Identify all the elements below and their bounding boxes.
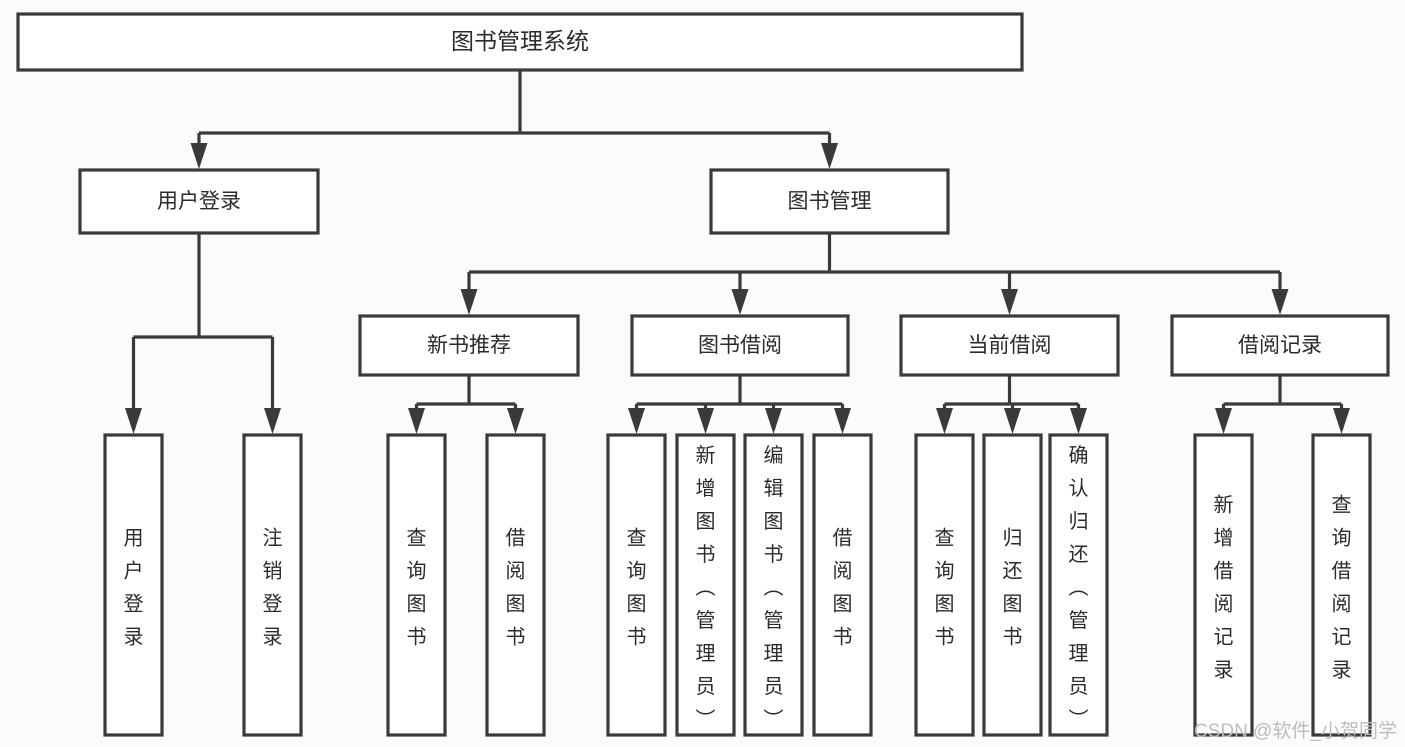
connector-group-l3_3 xyxy=(1215,375,1350,434)
node-l2_1[interactable]: 图书管理 xyxy=(709,168,950,235)
node-label-leaf_8: 查询图书 xyxy=(935,527,955,649)
connector-group-l3_2 xyxy=(936,375,1087,434)
connector-group-l2_0 xyxy=(125,233,281,434)
node-label-l3_2: 当前借阅 xyxy=(968,334,1052,357)
node-box-leaf_6[interactable] xyxy=(743,433,804,737)
node-label-l2_0: 用户登录 xyxy=(157,190,241,213)
node-root[interactable]: 图书管理系统 xyxy=(16,12,1024,72)
node-leaf_0[interactable]: 用户登录 xyxy=(103,433,164,737)
node-box-leaf_3[interactable] xyxy=(485,433,546,737)
node-label-leaf_5: 新增图书︵管理员︶ xyxy=(696,444,716,731)
node-l3_3[interactable]: 借阅记录 xyxy=(1170,314,1390,377)
node-box-leaf_2[interactable] xyxy=(386,433,447,737)
node-label-leaf_1: 注销登录 xyxy=(263,527,283,649)
node-box-l3_2[interactable] xyxy=(899,314,1120,377)
node-box-l3_3[interactable] xyxy=(1170,314,1390,377)
node-box-l2_1[interactable] xyxy=(709,168,950,235)
node-leaf_2[interactable]: 查询图书 xyxy=(386,433,447,737)
node-label-leaf_0: 用户登录 xyxy=(124,528,144,649)
node-box-l2_0[interactable] xyxy=(78,168,320,235)
node-box-leaf_11[interactable] xyxy=(1193,433,1254,737)
node-box-leaf_8[interactable] xyxy=(914,433,975,737)
node-box-leaf_12[interactable] xyxy=(1311,433,1372,737)
node-layer: 图书管理系统用户登录图书管理新书推荐图书借阅当前借阅借阅记录用户登录注销登录查询… xyxy=(16,12,1390,737)
node-label-leaf_10: 确认归还︵管理员︶ xyxy=(1069,444,1089,731)
node-l3_1[interactable]: 图书借阅 xyxy=(630,314,850,377)
node-box-leaf_9[interactable] xyxy=(982,433,1043,737)
node-box-leaf_0[interactable] xyxy=(103,433,164,737)
node-leaf_10[interactable]: 确认归还︵管理员︶ xyxy=(1048,433,1109,737)
node-leaf_9[interactable]: 归还图书 xyxy=(982,433,1043,737)
node-label-leaf_9: 归还图书 xyxy=(1003,527,1023,649)
node-box-leaf_7[interactable] xyxy=(812,433,873,737)
node-l3_0[interactable]: 新书推荐 xyxy=(358,314,580,377)
node-box-l3_1[interactable] xyxy=(630,314,850,377)
node-box-leaf_4[interactable] xyxy=(606,433,667,737)
node-label-l3_3: 借阅记录 xyxy=(1238,334,1322,357)
node-leaf_4[interactable]: 查询图书 xyxy=(606,433,667,737)
node-l2_0[interactable]: 用户登录 xyxy=(78,168,320,235)
node-leaf_3[interactable]: 借阅图书 xyxy=(485,433,546,737)
node-label-leaf_7: 借阅图书 xyxy=(833,527,853,649)
connector-group-root xyxy=(190,70,838,169)
connector-group-l2_1 xyxy=(460,233,1289,315)
node-label-root: 图书管理系统 xyxy=(451,28,589,54)
node-box-leaf_1[interactable] xyxy=(242,433,303,737)
node-label-leaf_12: 查询借阅记录 xyxy=(1332,494,1352,682)
connector-layer xyxy=(125,70,1350,434)
node-leaf_12[interactable]: 查询借阅记录 xyxy=(1311,433,1372,737)
node-l3_2[interactable]: 当前借阅 xyxy=(899,314,1120,377)
node-label-leaf_6: 编辑图书︵管理员︶ xyxy=(764,444,784,731)
node-box-l3_0[interactable] xyxy=(358,314,580,377)
node-box-leaf_5[interactable] xyxy=(675,433,736,737)
watermark-text: CSDN @软件_小贺同学 xyxy=(1194,721,1397,742)
connector-group-l3_0 xyxy=(408,375,524,434)
node-leaf_8[interactable]: 查询图书 xyxy=(914,433,975,737)
node-label-leaf_4: 查询图书 xyxy=(627,527,647,649)
connector-group-l3_1 xyxy=(628,375,851,434)
node-label-leaf_2: 查询图书 xyxy=(407,527,427,649)
node-box-leaf_10[interactable] xyxy=(1048,433,1109,737)
node-label-l2_1: 图书管理 xyxy=(788,190,872,213)
node-leaf_6[interactable]: 编辑图书︵管理员︶ xyxy=(743,433,804,737)
node-label-l3_0: 新书推荐 xyxy=(427,334,511,357)
node-leaf_1[interactable]: 注销登录 xyxy=(242,433,303,737)
node-leaf_5[interactable]: 新增图书︵管理员︶ xyxy=(675,433,736,737)
node-leaf_7[interactable]: 借阅图书 xyxy=(812,433,873,737)
node-label-leaf_11: 新增借阅记录 xyxy=(1214,494,1234,682)
node-leaf_11[interactable]: 新增借阅记录 xyxy=(1193,433,1254,737)
node-label-l3_1: 图书借阅 xyxy=(698,334,782,357)
node-box-root[interactable] xyxy=(16,12,1024,72)
node-label-leaf_3: 借阅图书 xyxy=(506,527,526,649)
